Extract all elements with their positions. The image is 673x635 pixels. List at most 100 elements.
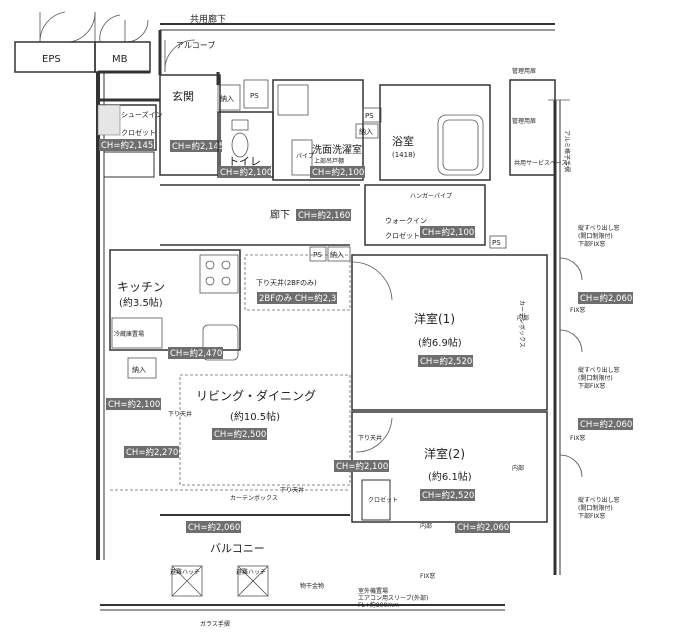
washroom-label: 洗面洗濯室 [312,143,362,156]
kitchen-ch: CH=約2,470 [170,348,222,359]
room-1: 洋室(1) (約6.9帖) CH=約2,520 カーテンボックス 内部 [351,254,548,411]
twobf-ch-box [257,292,337,304]
shoes-in-label: シューズイン [121,110,163,119]
ldk-ch-box [212,428,267,440]
toilet-label: トイレ [228,155,261,168]
alumi-rail-label: アルミ格子手摺 [563,130,571,172]
room-2: 下り天井 洋室(2) (約6.1帖) CH=約2,520 CH=約2,100 ク… [334,411,548,533]
ldk-left2-ch: CH=約2,270 [126,447,178,458]
window1-label-b: (開口制限付) [578,232,613,240]
walkin-closet: ハンガーパイプ ウォークイン クロゼット CH=約2,100 PS [364,184,507,249]
living-dining: リビング・ダイニング (約10.5帖) CH=約2,500 CH=約2,100 … [106,374,351,486]
shoes-ch-box [99,139,154,151]
room2-closet: クロゼット [368,496,398,504]
right-windows: CH=約2,060 CH=約2,060 縦すべり出し窓 (開口制限付) 下部FI… [559,224,633,520]
ldk-left-ch-box [106,398,161,410]
common-corridor: 共用廊下 [39,11,555,43]
room2-inner-2: 内部 [512,464,524,472]
room2-window-ch: CH=約2,060 [580,419,632,430]
room1-ch: CH=約2,520 [420,356,472,367]
room1-window-ch: CH=約2,060 [580,293,632,304]
walkin-label: ウォークイン [385,217,427,225]
room2-window-ch-box [578,418,633,430]
ps-label-1: PS [250,92,259,100]
room1-ch-box [418,355,473,367]
window2-label-c: 下部FIX窓 [578,382,605,390]
drying-hardware-label: 物干金物 [300,582,324,590]
room1-window-ch-box [578,292,633,304]
entrance-ch-box [170,140,222,152]
ldk-down-ceiling: 下り天井 [168,410,192,418]
management-area: 管理用扉 管理用扉 共用サービスペース アルミ格子手摺 [509,67,571,176]
entrance-label: 玄関 [172,89,194,103]
ldk-left2-ch-box [124,446,179,458]
shoes-closet-label: クロゼット [121,128,156,137]
room2-ch-box [420,489,475,501]
toilet-ch-box [218,166,271,178]
hall-label: 廊下 [270,208,290,221]
twobf-ch: 2BFのみ CH=約2,315 [259,293,347,304]
eps-label: EPS [42,54,61,65]
window3-label: 縦すべり出し窓 [578,496,620,504]
mgmt-label-2: 管理用扉 [512,117,536,125]
curtain-box-ldk: カーテンボックス 下り天井 [110,486,350,502]
window2-label: 縦すべり出し窓 [578,366,620,374]
glass-rail-label: ガラス手摺 [200,620,230,628]
ldk-left-ch: CH=約2,100 [108,399,160,410]
walkin-ch-box [420,226,475,238]
ldk-label: リビング・ダイニング [196,388,316,403]
fix-window-label: FIX窓 [570,306,585,314]
service-space-label: 共用サービスペース [514,159,567,167]
room2-down-ceiling: 下り天井 [358,434,382,442]
kitchen-size: (約3.5帖) [119,296,163,309]
hall-storage-label: 納入 [330,250,344,259]
aircon-height-label: FL+約800mm [358,601,399,609]
wash-machine-label: パイプ [296,153,314,160]
room2-size: (約6.1帖) [428,470,472,483]
room2-bottom-ch: CH=約2,060 [457,522,509,533]
mb-label: MB [112,54,128,65]
window1-label-c: 下部FIX窓 [578,240,605,248]
down-ceiling-label: 下り天井(2BFのみ) [256,278,317,287]
alcove-area: アルコーブ 玄関 納入 PS CH=約2,145 [159,39,269,176]
kitchen-storage-label: 納入 [132,365,146,374]
room2-bottom-ch-box [455,521,510,533]
balcony-ch: CH=約2,060 [188,522,240,533]
washroom-ch-box [310,166,365,178]
bath-label: 浴室 [392,134,414,148]
shoes-in-closet: シューズイン クロゼット CH=約2,145 [97,104,163,178]
curtain-box-room1: カーテンボックス [518,300,526,348]
room2-door-ch-box [334,460,389,472]
washroom-note: 上部吊戸棚 [314,157,344,165]
window2-label-b: (開口制限付) [578,374,613,382]
room2-label: 洋室(2) [424,446,465,461]
window1-label: 縦すべり出し窓 [578,224,620,232]
kitchen: キッチン (約3.5帖) 冷蔵庫置場 CH=約2,470 納入 [109,249,241,379]
washroom: パイプ 洗面洗濯室 上部吊戸棚 CH=約2,100 PS 納入 [272,79,382,181]
fridge-label: 冷蔵庫置場 [114,330,144,338]
walkin-pipe: ハンガーパイプ [410,192,452,200]
eps-mb: EPS MB [14,41,151,73]
down-ceiling-area: 下り天井(2BFのみ) 2BFのみ CH=約2,315 [244,254,351,311]
emergency-hatch-2: 避難ハッチ [236,568,266,576]
balcony: CH=約2,060 バルコニー 避難ハッチ 避難ハッチ 物干金物 ガラス手摺 室… [100,514,505,628]
ldk-size: (約10.5帖) [230,410,280,423]
outdoor-unit-label: 室外機置場 [358,587,388,595]
room2-inner: 内部 [420,522,432,530]
balcony-ch-box [186,521,241,533]
entrance-ch: CH=約2,145 [172,141,224,152]
washroom-storage-label: 納入 [359,127,373,136]
entrance-storage-label: 納入 [220,94,234,103]
window3-label-c: 下部FIX窓 [578,512,605,520]
corridor-label: 共用廊下 [190,13,226,25]
kitchen-label: キッチン [117,280,165,294]
room2-door-ch: CH=約2,100 [336,461,388,472]
shoes-ch: CH=約2,145 [101,140,153,151]
room1-size: (約6.9帖) [418,336,462,349]
aircon-sleeve-label: エアコン用スリーブ(外部) [358,594,428,602]
bath-size: (1418) [392,151,416,159]
ldk-down-ceiling-2: 下り天井 [280,486,304,494]
kitchen-ch-box [168,347,223,359]
room2-ch: CH=約2,520 [422,490,474,501]
room1-label: 洋室(1) [414,311,455,326]
